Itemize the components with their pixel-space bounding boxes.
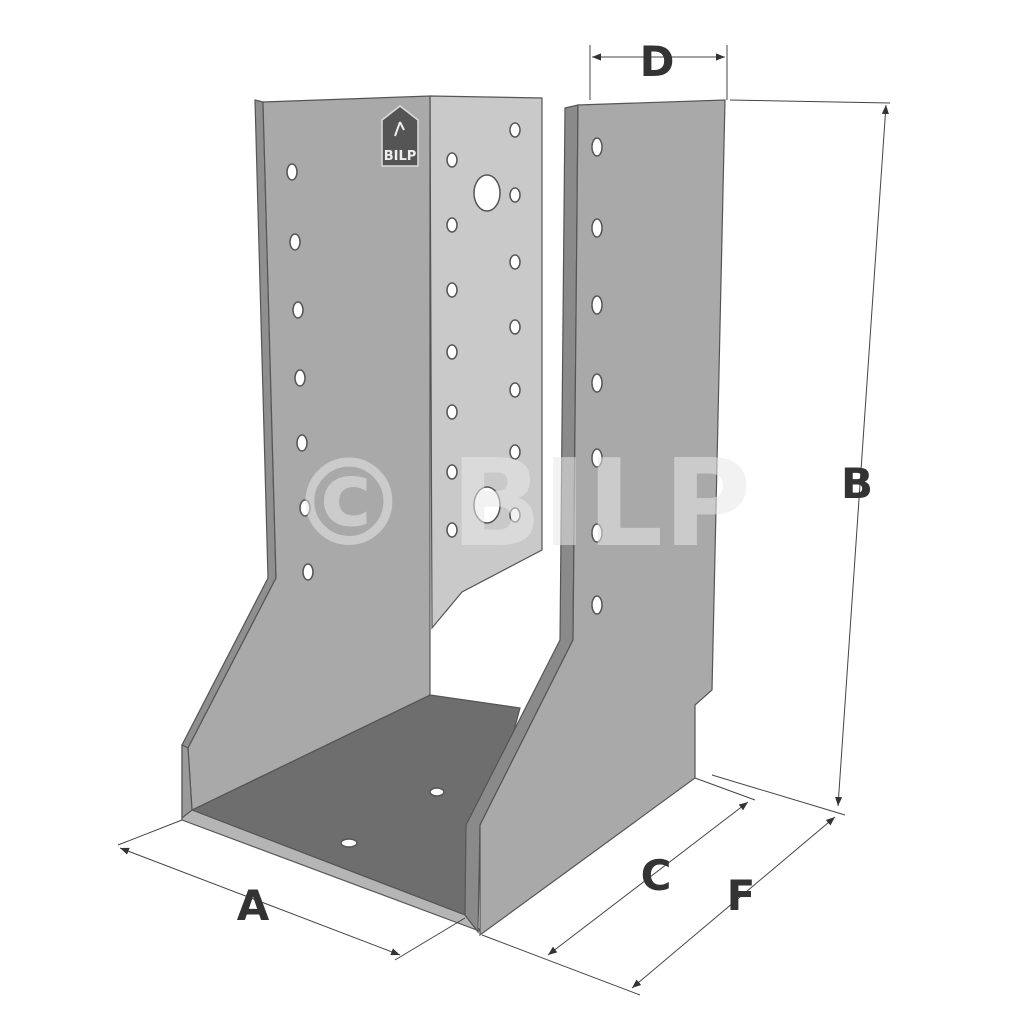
dimension-label-b: B: [841, 459, 873, 508]
svg-text:BILP: BILP: [384, 149, 417, 164]
back-plate: [429, 95, 543, 630]
bolt-hole: [473, 486, 501, 524]
nail-hole: [509, 444, 521, 460]
bilp-logo: BILP: [381, 105, 419, 167]
nail-hole: [446, 282, 458, 298]
nail-hole: [289, 233, 301, 251]
nail-hole: [591, 448, 603, 468]
dimension-label-f: F: [727, 871, 756, 920]
nail-hole: [591, 373, 603, 393]
nail-hole: [446, 522, 458, 538]
nail-hole: [591, 295, 603, 315]
front-lip-top: [181, 744, 193, 820]
nail-hole: [292, 301, 304, 319]
bolt-hole: [473, 174, 501, 212]
nail-hole: [509, 187, 521, 203]
dimension-label-d: D: [640, 37, 675, 86]
nail-hole: [446, 217, 458, 233]
nail-hole: [286, 163, 298, 181]
nail-hole: [509, 319, 521, 335]
floor-hole: [429, 787, 445, 797]
nail-hole: [591, 218, 603, 238]
nail-hole: [509, 382, 521, 398]
watermark: © BILP: [289, 435, 751, 574]
nail-hole: [446, 152, 458, 168]
nail-hole: [591, 523, 603, 543]
nail-hole: [446, 344, 458, 360]
dimension-label-a: A: [237, 881, 270, 930]
nail-holes: [286, 122, 603, 848]
nail-hole: [446, 464, 458, 480]
nail-hole: [509, 507, 521, 523]
floor-hole: [340, 838, 358, 848]
nail-hole: [302, 563, 314, 581]
nail-hole: [446, 404, 458, 420]
nail-hole: [294, 369, 306, 387]
nail-hole: [509, 122, 521, 138]
dimension-label-c: C: [641, 851, 672, 900]
nail-hole: [299, 499, 311, 517]
nail-hole: [509, 254, 521, 270]
nail-hole: [296, 434, 308, 452]
dimension-lines: [117, 45, 891, 996]
nail-hole: [591, 137, 603, 157]
nail-hole: [591, 595, 603, 615]
